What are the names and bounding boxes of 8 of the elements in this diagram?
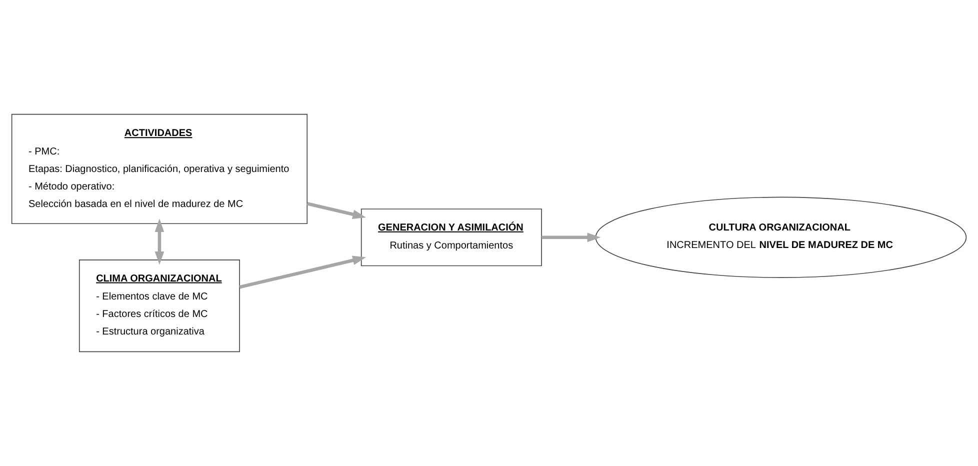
node-box: ACTIVIDADES - PMC: Etapas: Diagnostico, planificación, operativa y seguimiento - Método operativo: Selección basada en el nivel de madurez de MC <box>11 114 308 224</box>
node-ellipse: CULTURA ORGANIZACIONAL INCREMENTO DEL NIVEL DE MADUREZ DE MC <box>595 196 967 278</box>
arrow <box>542 232 601 242</box>
node-box: CLIMA ORGANIZACIONAL - Elementos clave de MC - Factores críticos de MC - Estructura organizativa <box>78 259 240 352</box>
node-box: GENERACION Y ASIMILACIÓN Rutinas y Comportamientos <box>360 208 542 266</box>
arrow <box>154 218 164 265</box>
arrow <box>239 256 366 289</box>
arrow <box>306 202 366 219</box>
